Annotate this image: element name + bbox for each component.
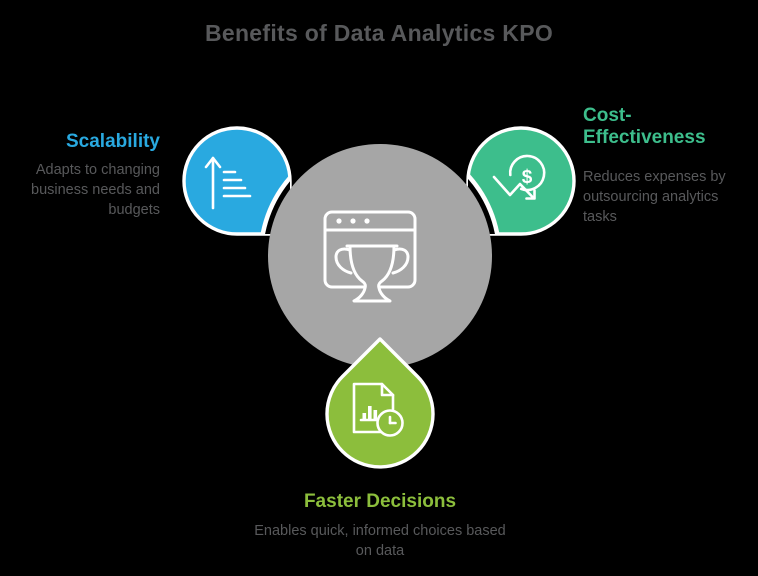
- trophy-browser-icon: [323, 210, 417, 303]
- svg-text:$: $: [522, 167, 533, 188]
- cost-effectiveness-label: Cost-Effectiveness: [583, 105, 706, 148]
- faster-decisions-label: Faster Decisions: [303, 491, 457, 512]
- faster-decisions-drop: [325, 337, 435, 469]
- document-clock-icon: [352, 382, 404, 437]
- page-title: Benefits of Data Analytics KPO: [204, 20, 554, 46]
- faster-decisions-description: Enables quick, informed choices based on…: [254, 523, 506, 559]
- cost-effectiveness-drop: [466, 126, 576, 236]
- growth-bars-arrow-icon: [204, 156, 252, 210]
- scalability-description: Adapts to changing business needs and bu…: [31, 162, 160, 218]
- scalability-label: Scalability: [66, 131, 160, 152]
- dollar-decrease-icon: $: [492, 154, 546, 200]
- cost-effectiveness-description: Reduces expenses by outsourcing analytic…: [583, 169, 726, 225]
